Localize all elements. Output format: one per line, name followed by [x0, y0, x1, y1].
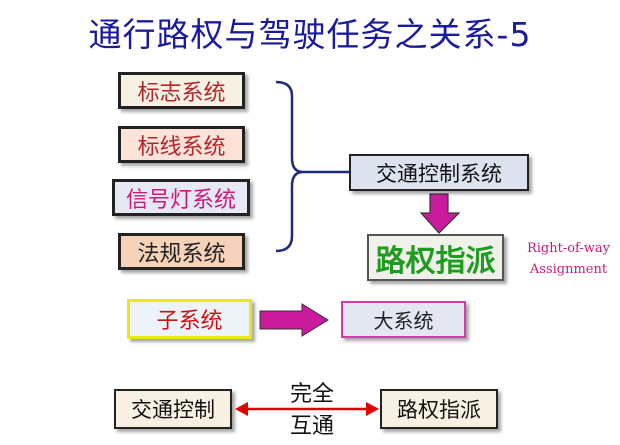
- subsystem-sign: 标志系统: [118, 72, 245, 109]
- right-of-way-label-line1: Right-of-way: [526, 241, 611, 256]
- subsystem-regulation: 法规系统: [118, 233, 245, 270]
- slide-title: 通行路权与驾驶任务之关系-5: [88, 15, 532, 54]
- right-of-way-assignment-box: 路权指派: [367, 234, 504, 281]
- subsystem-marking: 标线系统: [118, 126, 245, 163]
- right-of-way-label-line2: Assignment: [529, 262, 608, 277]
- big-system-box: 大系统: [341, 301, 466, 338]
- subsystem-box: 子系统: [127, 299, 252, 339]
- relation-label-bottom: 互通: [289, 414, 334, 439]
- double-arrow-icon: [235, 402, 379, 416]
- subsystem-signal: 信号灯系统: [112, 179, 250, 216]
- right-arrow-icon: [259, 303, 329, 337]
- right-of-way-english-label: Right-of-way Assignment: [517, 238, 620, 280]
- down-arrow-icon: [420, 193, 460, 234]
- bottom-right-of-way-box: 路权指派: [380, 389, 498, 429]
- relation-label-top: 完全: [289, 382, 334, 407]
- bottom-traffic-control-box: 交通控制: [114, 389, 232, 429]
- traffic-control-system-box: 交通控制系统: [349, 154, 529, 191]
